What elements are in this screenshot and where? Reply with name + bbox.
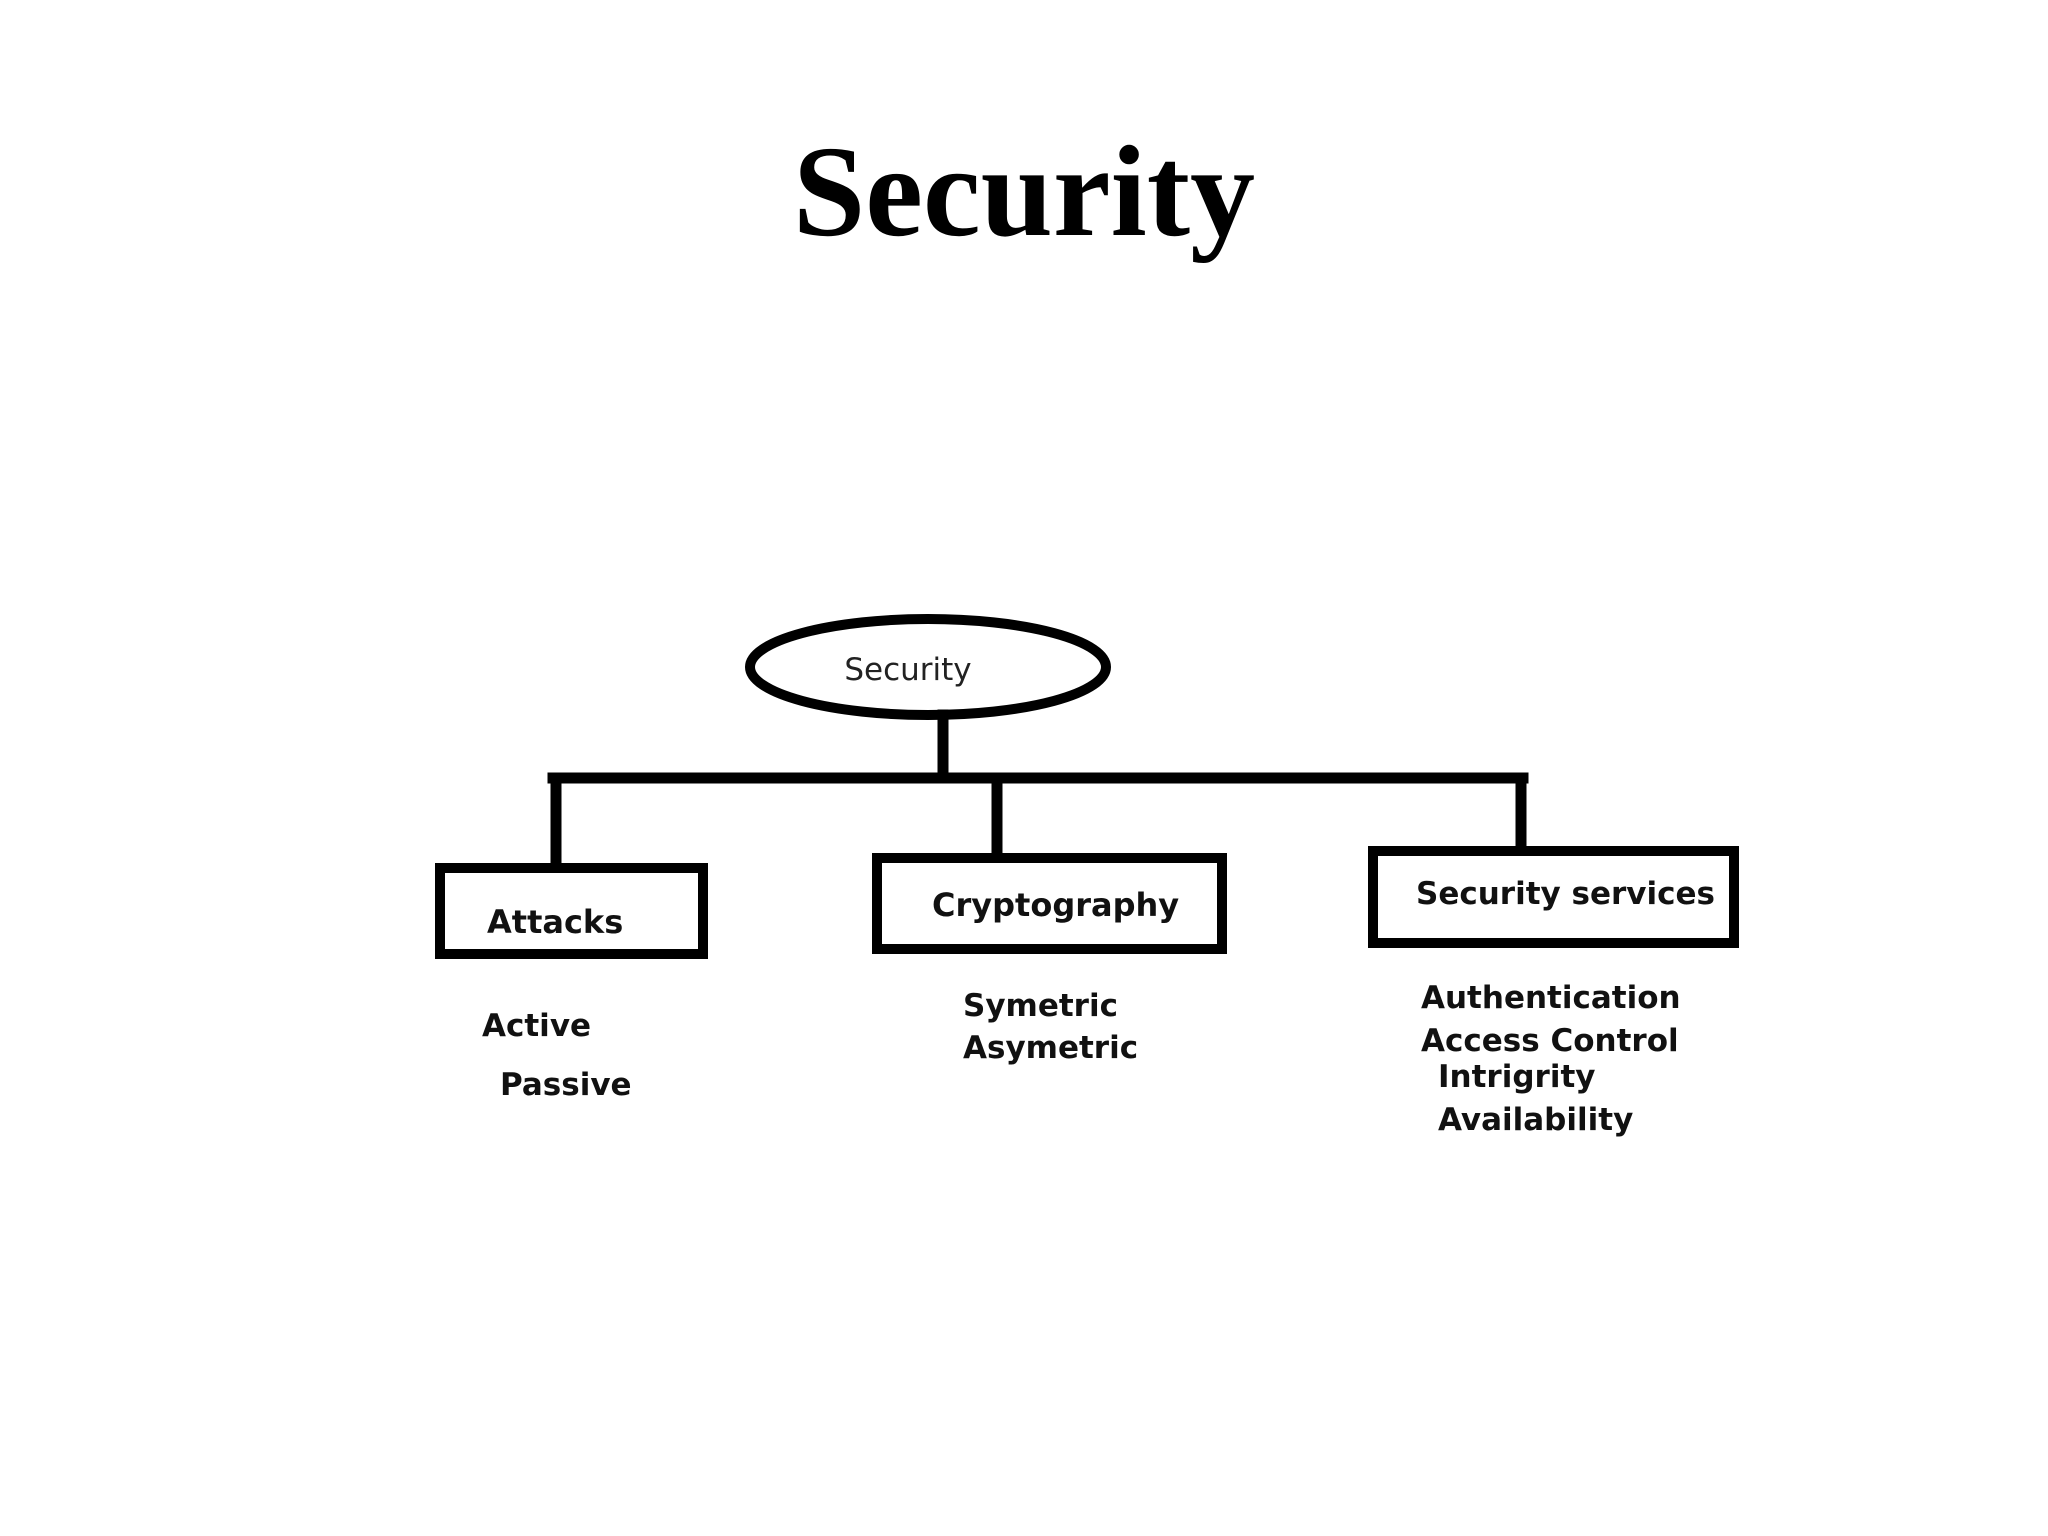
services-item-availability: Availability <box>1438 1102 1633 1138</box>
root-node-label: Security <box>844 652 971 688</box>
cryptography-item-asymetric: Asymetric <box>963 1030 1138 1066</box>
attacks-label: Attacks <box>487 903 623 941</box>
root-node <box>745 614 1111 720</box>
services-item-authentication: Authentication <box>1421 980 1681 1016</box>
attacks-item-passive: Passive <box>500 1067 632 1103</box>
attacks-item-active: Active <box>482 1008 591 1044</box>
cryptography-item-symetric: Symetric <box>963 988 1118 1024</box>
security-services-box <box>1368 846 1739 948</box>
attacks-box <box>435 863 708 959</box>
cryptography-box <box>872 853 1227 954</box>
security-services-label: Security services <box>1416 876 1715 912</box>
slide-title: Security <box>792 120 1256 264</box>
cryptography-label: Cryptography <box>932 886 1179 924</box>
connector-lines <box>547 709 1529 872</box>
services-item-intrigrity: Intrigrity <box>1438 1059 1595 1095</box>
services-item-access-control: Access Control <box>1421 1023 1679 1059</box>
